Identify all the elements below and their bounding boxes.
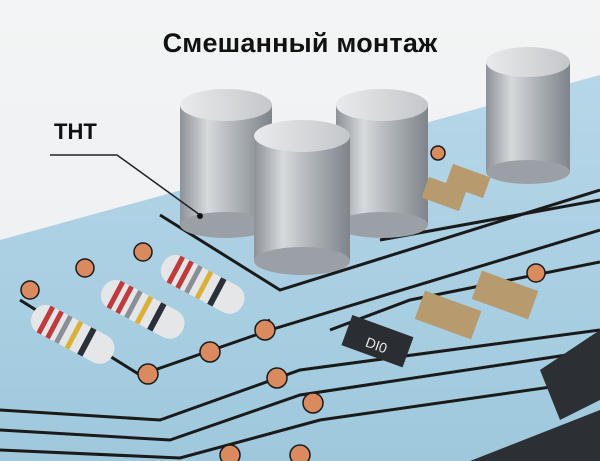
- page-title: Смешанный монтаж: [162, 28, 438, 58]
- smd-resistor: DI0: [341, 315, 414, 368]
- smd-capacitors: [414, 163, 539, 340]
- tht-label: THT: [54, 119, 97, 144]
- through-hole-resistors: [30, 254, 245, 364]
- svg-text:DI0: DI0: [363, 334, 389, 357]
- through-hole-pads: [20, 145, 546, 461]
- callout-dot: [197, 213, 203, 219]
- ic-chip: [470, 330, 600, 461]
- electrolytic-capacitors: [180, 47, 570, 275]
- tht-callout-line: [50, 154, 201, 216]
